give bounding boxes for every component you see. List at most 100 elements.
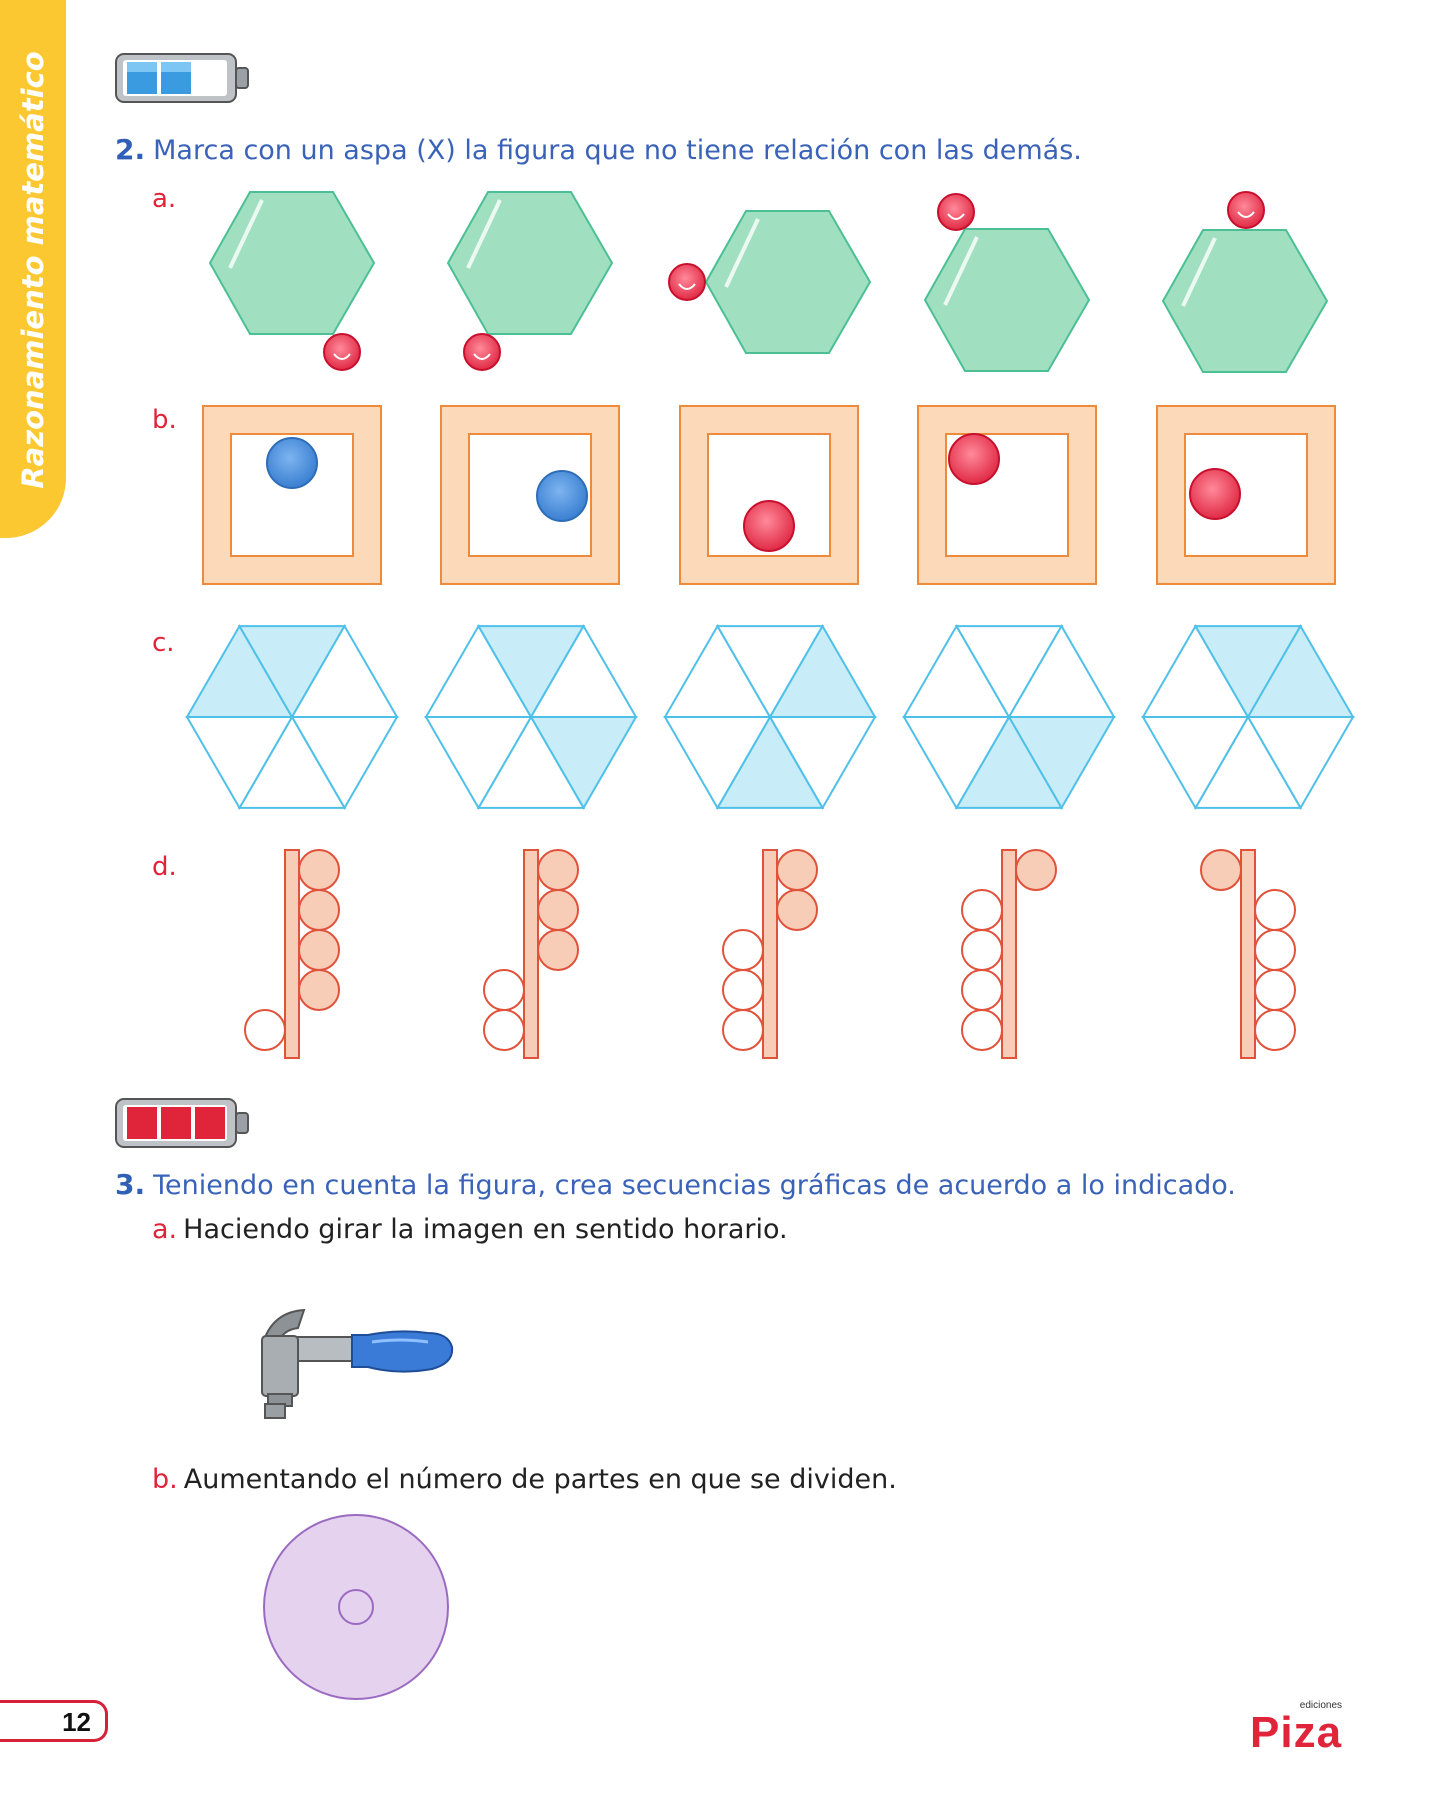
question-3a: a.Haciendo girar la imagen en sentido ho… (152, 1214, 788, 1245)
hex-triangle (1246, 624, 1355, 718)
filled-circle (298, 889, 340, 931)
hex-triangle (290, 716, 399, 810)
empty-circle (1254, 889, 1296, 931)
question-3b-text: Aumentando el número de partes en que se… (183, 1464, 897, 1495)
filled-circle (1015, 849, 1057, 891)
publisher-logo: ediciones Piza (1250, 1700, 1343, 1758)
filled-circle (537, 929, 579, 971)
hex-triangle (768, 624, 877, 718)
row-c-figure-3[interactable] (663, 624, 877, 810)
rod (762, 849, 778, 1059)
hex-triangle (1246, 716, 1355, 810)
empty-circle (722, 1009, 764, 1051)
filled-circle (298, 849, 340, 891)
row-d-figure-1[interactable] (244, 849, 340, 1059)
question-3-text: Teniendo en cuenta la figura, crea secue… (153, 1170, 1236, 1201)
hex-triangle (529, 716, 638, 810)
row-a-figure-5[interactable] (1161, 191, 1329, 373)
row-d-figure-3[interactable] (722, 849, 818, 1059)
hammer-icon (261, 1308, 454, 1419)
logo-small-text: ediciones (1299, 1700, 1343, 1711)
row-c-figure-2[interactable] (424, 624, 638, 810)
empty-circle (961, 929, 1003, 971)
empty-circle (1254, 1009, 1296, 1051)
hex-triangle (715, 714, 825, 809)
row-b-figure-5[interactable] (1156, 405, 1336, 585)
row-c-figure-5[interactable] (1141, 624, 1355, 810)
question-3a-text: Haciendo girar la imagen en sentido hora… (183, 1214, 788, 1245)
hex-triangle (185, 624, 294, 718)
hex-triangle (529, 624, 638, 718)
empty-circle (1254, 929, 1296, 971)
hex-triangle (185, 716, 294, 810)
sidebar-tab: Razonamiento matemático (0, 0, 66, 538)
row-d-figure-5[interactable] (1200, 849, 1296, 1059)
question-3-number: 3. (115, 1168, 146, 1201)
hex-triangle (1141, 716, 1250, 810)
row-d-figure-4[interactable] (961, 849, 1057, 1059)
hex-triangle (290, 624, 399, 718)
empty-circle (961, 1009, 1003, 1051)
hex-triangle (954, 714, 1064, 809)
filled-circle (1200, 849, 1242, 891)
row-a-figure-2[interactable] (446, 191, 614, 371)
filled-circle (298, 929, 340, 971)
question-2-text: Marca con un aspa (X) la figura que no t… (153, 135, 1082, 166)
rod (1240, 849, 1256, 1059)
logo-text: Piza (1250, 1708, 1343, 1757)
row-b-letter: b. (152, 405, 177, 435)
filled-circle (537, 849, 579, 891)
row-c-figure-4[interactable] (902, 624, 1116, 810)
row-a-figure-1[interactable] (208, 191, 376, 371)
row-a-letter: a. (152, 184, 177, 214)
battery-icon-level-2 (115, 53, 249, 103)
hex-triangle (476, 714, 586, 809)
row-b-figure-3[interactable] (679, 405, 859, 585)
hex-triangle (237, 625, 347, 720)
filled-circle (776, 889, 818, 931)
hex-triangle (663, 716, 772, 810)
row-b-figure-2[interactable] (440, 405, 620, 585)
question-3b-letter: b. (152, 1464, 178, 1495)
page-number-box: 12 (0, 1700, 108, 1742)
hex-triangle (902, 716, 1011, 810)
row-b-figure-4[interactable] (917, 405, 1097, 585)
hex-triangle (902, 624, 1011, 718)
rod (1001, 849, 1017, 1059)
question-2-number: 2. (115, 133, 146, 166)
question-3: 3.Teniendo en cuenta la figura, crea sec… (115, 1168, 1236, 1201)
hex-triangle (954, 625, 1064, 720)
hex-triangle (1193, 714, 1303, 809)
filled-circle (776, 849, 818, 891)
empty-circle (961, 889, 1003, 931)
empty-circle (483, 1009, 525, 1051)
hex-triangle (424, 716, 533, 810)
hex-triangle (715, 625, 825, 720)
hex-triangle (1007, 624, 1116, 718)
empty-circle (1254, 969, 1296, 1011)
filled-circle (537, 889, 579, 931)
question-3a-letter: a. (152, 1214, 178, 1245)
empty-circle (244, 1009, 286, 1051)
hex-triangle (1141, 624, 1250, 718)
hex-triangle (476, 625, 586, 720)
empty-circle (961, 969, 1003, 1011)
hex-triangle (663, 624, 772, 718)
battery-icon-level-3 (115, 1098, 249, 1148)
disc-icon (263, 1514, 449, 1700)
empty-circle (483, 969, 525, 1011)
rod (523, 849, 539, 1059)
hex-triangle (237, 714, 347, 809)
row-c-figure-1[interactable] (185, 624, 399, 810)
empty-circle (722, 929, 764, 971)
question-2: 2.Marca con un aspa (X) la figura que no… (115, 133, 1082, 166)
hex-triangle (424, 624, 533, 718)
hex-triangle (1193, 625, 1303, 720)
row-b-figure-1[interactable] (202, 405, 382, 585)
row-a-figure-3[interactable] (668, 210, 872, 354)
row-a-figure-4[interactable] (923, 193, 1091, 372)
row-c-letter: c. (152, 628, 175, 658)
row-d-letter: d. (152, 852, 177, 882)
row-d-figure-2[interactable] (483, 849, 579, 1059)
